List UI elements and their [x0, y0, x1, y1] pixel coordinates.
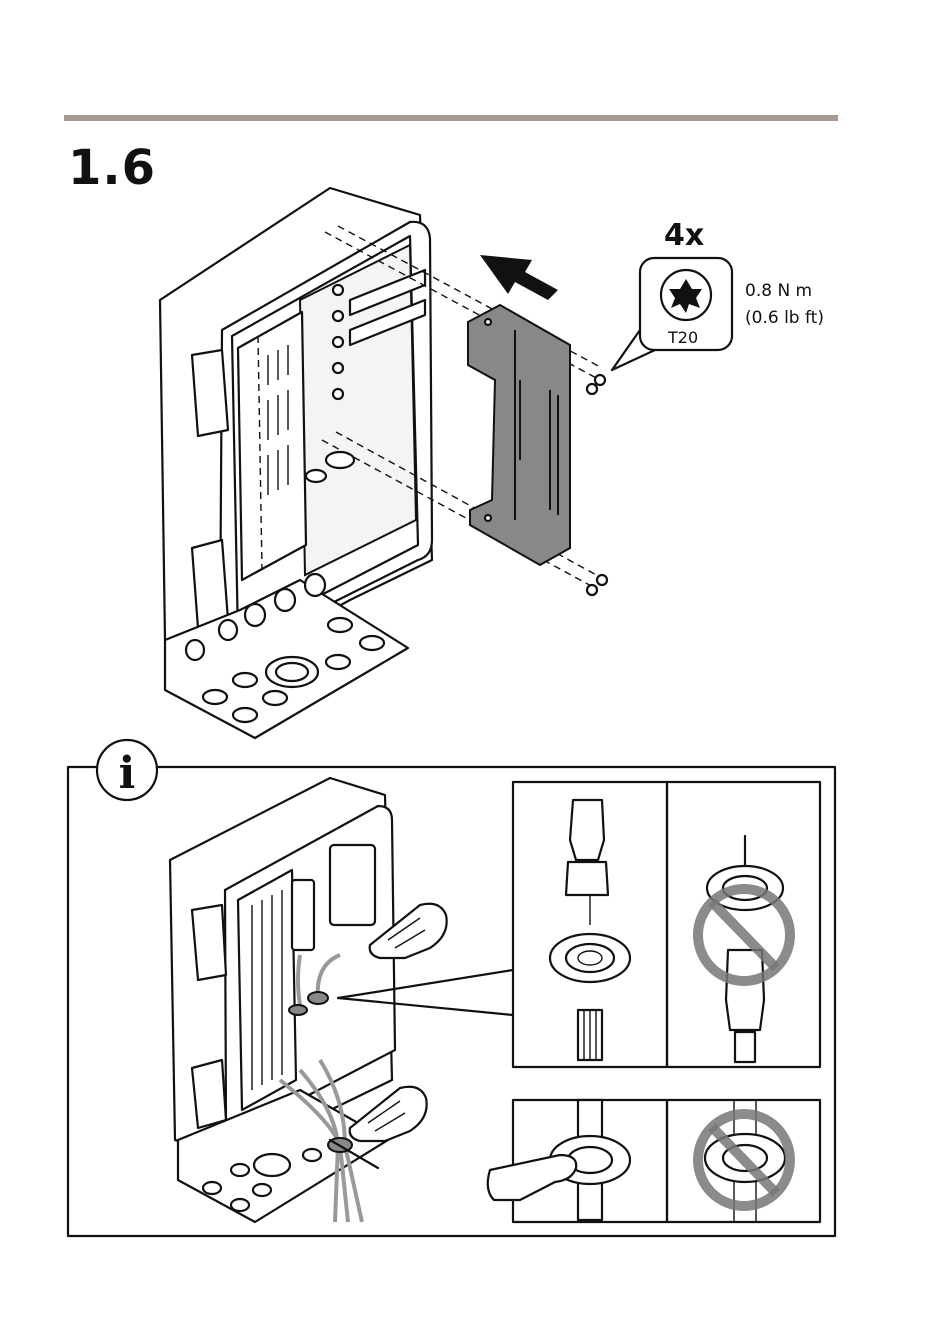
detail-panel-wrong-top [667, 782, 820, 1067]
svg-text:i: i [119, 748, 136, 799]
bit-label: T20 [668, 328, 698, 347]
mounting-plate [468, 305, 570, 565]
pointing-hand-icon [488, 1155, 576, 1200]
torx-bit-icon [612, 258, 732, 370]
arrow-icon [480, 255, 558, 300]
detail-panel-wrong-bottom [667, 1100, 820, 1222]
detail-panel-correct-top [513, 782, 667, 1067]
detail-panel-correct-bottom [488, 1100, 667, 1222]
enclosure-with-cables [170, 778, 513, 1222]
screw-icon [587, 375, 607, 595]
